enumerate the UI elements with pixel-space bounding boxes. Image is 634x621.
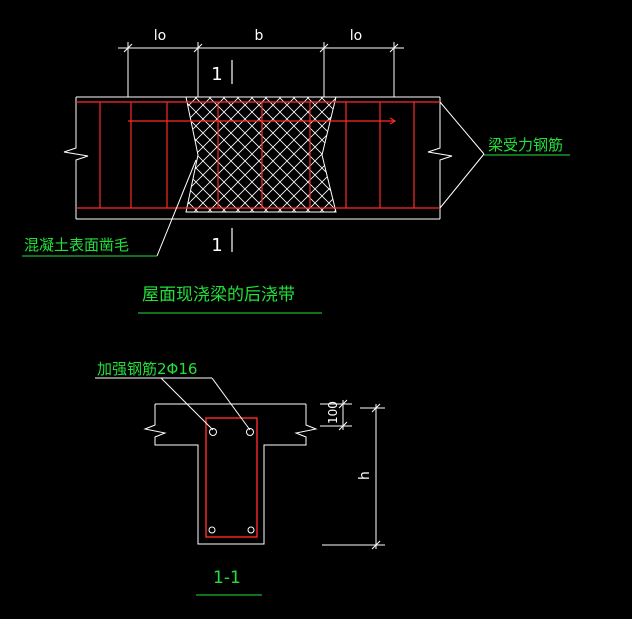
beam-elevation: lo b lo 1 1 梁受力钢筋 混凝土表面凿毛 bbox=[22, 28, 570, 257]
dim-h: h bbox=[357, 471, 373, 480]
label-beam-rebar: 梁受力钢筋 bbox=[488, 136, 563, 154]
label-reinforcement: 加强钢筋2Φ16 bbox=[97, 360, 197, 378]
top-dimension bbox=[118, 42, 404, 97]
main-rebar bbox=[76, 101, 440, 209]
leaders-elevation bbox=[156, 101, 485, 257]
post-pour-strip-hatch bbox=[185, 96, 337, 213]
section-mark-bottom: 1 bbox=[211, 235, 222, 256]
stirrup bbox=[205, 417, 258, 538]
label-surface-roughened: 混凝土表面凿毛 bbox=[24, 236, 129, 254]
frame-right-edge bbox=[632, 0, 634, 621]
dim-b: b bbox=[255, 28, 264, 44]
dim-lo-left: lo bbox=[154, 28, 166, 44]
frame-bottom-edge bbox=[0, 619, 634, 621]
drawing-title: 屋面现浇梁的后浇带 bbox=[142, 285, 295, 305]
leader-reinforce bbox=[95, 377, 251, 431]
section-dimensions bbox=[320, 399, 385, 550]
rebar-bars bbox=[208, 428, 255, 534]
section-mark-top: 1 bbox=[211, 64, 222, 85]
section-1-1: 加强钢筋2Φ16 100 h 1-1 bbox=[95, 360, 385, 596]
section-title: 1-1 bbox=[213, 568, 241, 588]
dim-100: 100 bbox=[326, 401, 340, 424]
t-section-outline bbox=[143, 403, 318, 545]
dim-lo-right: lo bbox=[350, 28, 362, 44]
